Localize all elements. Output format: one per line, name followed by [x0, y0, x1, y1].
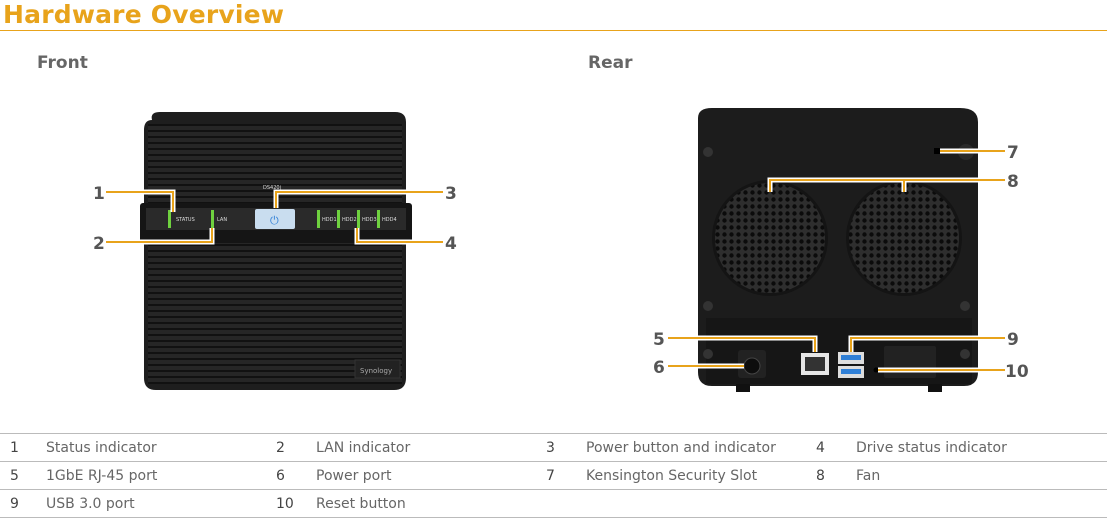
legend-label: [586, 490, 816, 518]
synology-logo: [354, 359, 401, 379]
rear-callouts: 7 8 5 6 9 10: [653, 143, 1029, 382]
legend-num: 6: [276, 467, 285, 484]
legend-row: 1 Status indicator 2 LAN indicator 3 Pow…: [0, 433, 1107, 462]
legend-label: Status indicator: [46, 439, 157, 456]
callout-1: 1: [93, 184, 105, 204]
legend-num: 1: [10, 439, 19, 456]
legend-num: 7: [546, 467, 555, 484]
legend-num: 5: [10, 467, 19, 484]
rear-device: [698, 108, 978, 392]
legend-label: USB 3.0 port: [46, 495, 135, 512]
legend-row: 5 1GbE RJ-45 port 6 Power port 7 Kensing…: [0, 462, 1107, 490]
legend-row: 9 USB 3.0 port 10 Reset button: [0, 490, 1107, 518]
page-title: Hardware Overview: [3, 0, 285, 29]
hdd2-panel-label: HDD2: [342, 217, 357, 223]
legend-label: Reset button: [316, 495, 406, 512]
kensington-slot: [934, 148, 940, 154]
hardware-illustration: STATUS LAN DS420j ⏻ HDD1 HDD2 HDD3 HDD4 …: [93, 108, 1029, 392]
lan-led: [211, 210, 214, 228]
rear-heading: Rear: [588, 53, 633, 73]
callout-5: 5: [653, 330, 665, 350]
legend-label: Kensington Security Slot: [586, 467, 758, 484]
hdd4-led: [377, 210, 380, 228]
front-callouts: 1 2 3 4: [93, 184, 457, 254]
power-icon: ⏻: [270, 214, 279, 227]
lan-panel-label: LAN: [217, 217, 227, 223]
callout-2: 2: [93, 234, 105, 254]
legend-label: LAN indicator: [316, 439, 411, 456]
callout-3: 3: [445, 184, 457, 204]
hdd3-panel-label: HDD3: [362, 217, 377, 223]
legend-label: Power button and indicator: [586, 439, 776, 456]
hdd1-led: [317, 210, 320, 228]
front-device: STATUS LAN DS420j ⏻ HDD1 HDD2 HDD3 HDD4 …: [140, 112, 412, 390]
reset-button[interactable]: [873, 367, 879, 373]
callout-10: 10: [1005, 362, 1029, 382]
hdd2-led: [337, 210, 340, 228]
legend-table: 1 Status indicator 2 LAN indicator 3 Pow…: [0, 433, 1107, 518]
legend-label: Fan: [856, 467, 881, 484]
legend-num: [816, 490, 856, 518]
svg-text:Synology: Synology: [360, 367, 392, 375]
callout-6: 6: [653, 358, 665, 378]
legend-label: Drive status indicator: [856, 439, 1007, 456]
model-label: DS420j: [263, 185, 281, 191]
hdd3-led: [357, 210, 360, 228]
legend-label: [856, 490, 1107, 518]
callout-9: 9: [1007, 330, 1019, 350]
status-led: [168, 210, 171, 228]
title-divider: [0, 30, 1107, 31]
hdd4-panel-label: HDD4: [382, 217, 397, 223]
legend-label: Power port: [316, 467, 392, 484]
callout-4: 4: [445, 234, 457, 254]
legend-num: 8: [816, 467, 825, 484]
front-heading: Front: [37, 53, 88, 73]
legend-num: 9: [10, 495, 19, 512]
legend-num: [546, 490, 586, 518]
legend-num: 10: [276, 495, 294, 512]
legend-num: 3: [546, 439, 555, 456]
legend-num: 2: [276, 439, 285, 456]
legend-label: 1GbE RJ-45 port: [46, 467, 158, 484]
power-button[interactable]: [255, 209, 295, 229]
legend-num: 4: [816, 439, 825, 456]
status-panel-label: STATUS: [176, 217, 195, 223]
callout-8: 8: [1007, 172, 1019, 192]
callout-7: 7: [1007, 143, 1019, 163]
hdd1-panel-label: HDD1: [322, 217, 337, 223]
